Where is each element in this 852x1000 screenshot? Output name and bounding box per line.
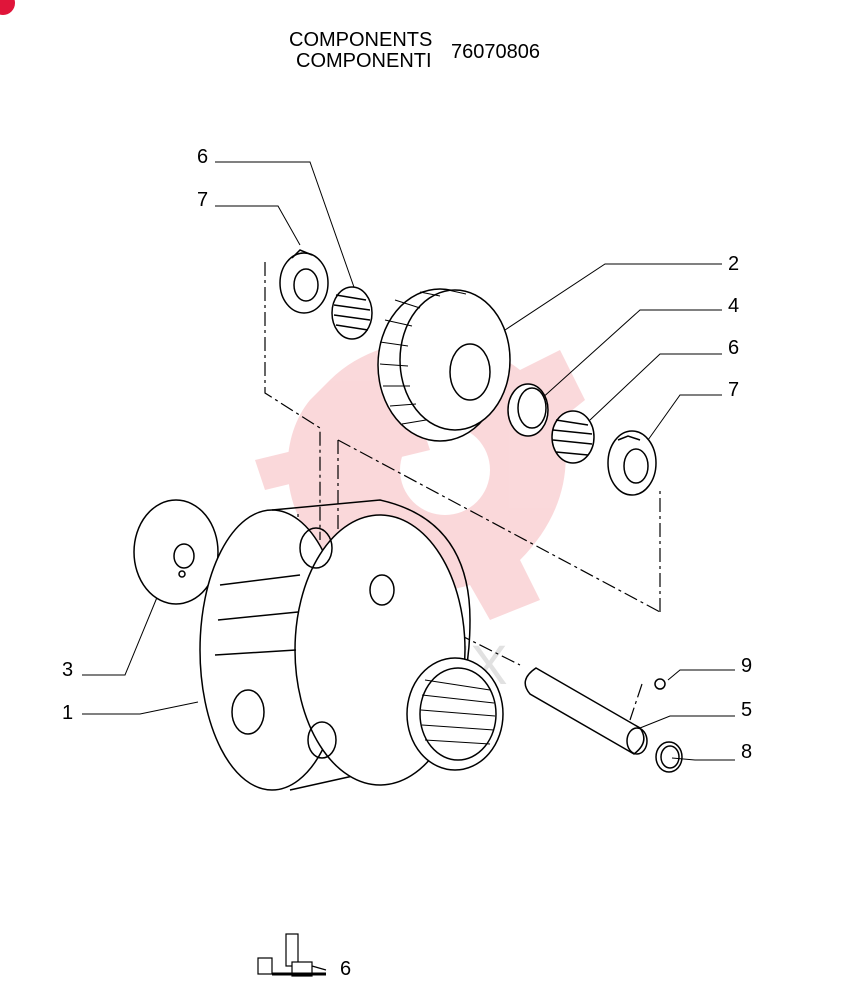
cover-disc (133, 499, 219, 605)
corner-badge (0, 0, 15, 15)
needle-bearing-lower (551, 410, 595, 464)
callout-6-upper: 6 (197, 146, 209, 168)
part-number: 76070806 (451, 41, 540, 63)
callout-2: 2 (728, 253, 740, 275)
snap-ring (655, 741, 683, 773)
callout-4: 4 (728, 295, 740, 317)
callout-7-upper: 7 (197, 189, 209, 211)
callout-5: 5 (741, 699, 753, 721)
callout-8: 8 (741, 741, 753, 763)
needle-bearing-upper (331, 286, 373, 340)
kit-quantity: 6 (340, 958, 352, 980)
spacer-ring (507, 383, 549, 437)
callout-3: 3 (62, 659, 74, 681)
gear (377, 288, 511, 442)
leader-lines (82, 161, 735, 761)
callout-6-lower: 6 (728, 337, 740, 359)
callout-9: 9 (741, 655, 753, 677)
callout-7-lower: 7 (728, 379, 740, 401)
title-english: COMPONENTS (289, 29, 433, 51)
callout-1: 1 (62, 702, 74, 724)
planet-carrier (199, 499, 504, 791)
planet-pin (524, 667, 648, 755)
title-italian: COMPONENTI (296, 50, 432, 72)
parts-kit-icon (257, 933, 327, 977)
thrust-washer-upper (279, 249, 329, 314)
thrust-washer-lower (607, 430, 657, 496)
locking-ball (654, 678, 666, 690)
